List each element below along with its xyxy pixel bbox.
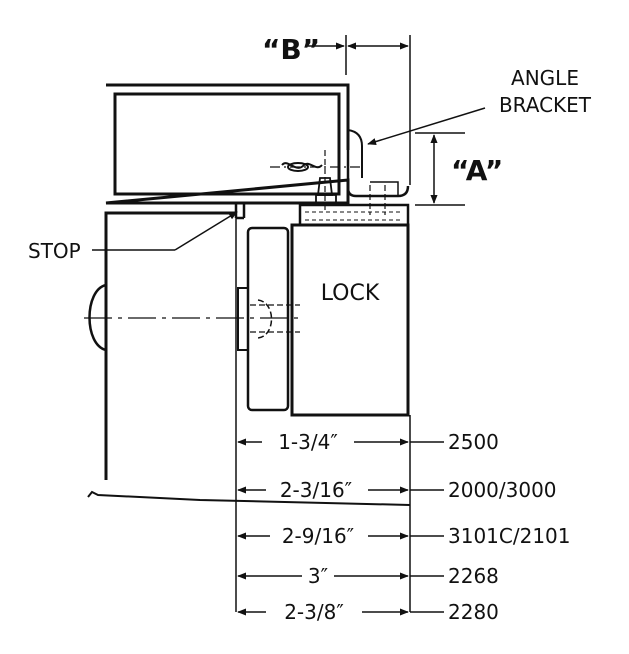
dimension-size-1: 1-3/4″ [278, 430, 338, 454]
model-number-2: 2000/3000 [448, 478, 557, 502]
lock-label: LOCK [321, 281, 380, 306]
dimension-row-5: 2-3/8″ 2280 [237, 600, 499, 624]
bracket-label: BRACKET [499, 93, 592, 117]
dimension-a-label: “A” [451, 154, 503, 187]
dimension-b [308, 35, 411, 185]
dimension-size-3: 2-9/16″ [282, 524, 354, 548]
strike-plate [298, 203, 410, 227]
angle-bracket [346, 122, 410, 198]
fastener-detail [270, 150, 386, 215]
stop-label: STOP [28, 239, 81, 263]
model-number-5: 2280 [448, 600, 499, 624]
lock-trim [84, 226, 300, 412]
dimension-size-2: 2-3/16″ [280, 478, 352, 502]
dimension-b-label: “B” [262, 33, 320, 66]
lock-body [290, 223, 410, 417]
dimension-a [415, 132, 465, 206]
dimension-size-4: 3″ [308, 564, 328, 588]
model-number-4: 2268 [448, 564, 499, 588]
dimension-row-3: 2-9/16″ 3101C/2101 [237, 524, 571, 548]
leader-lines [92, 107, 486, 251]
dimension-row-1: 1-3/4″ 2500 [237, 430, 499, 454]
model-number-3: 3101C/2101 [448, 524, 571, 548]
model-number-1: 2500 [448, 430, 499, 454]
dimension-row-4: 3″ 2268 [237, 564, 499, 588]
dimension-size-5: 2-3/8″ [284, 600, 344, 624]
frame-header [105, 83, 350, 220]
dimension-row-2: 2-3/16″ 2000/3000 [237, 478, 557, 502]
dimension-extension-lines [235, 415, 411, 612]
angle-label: ANGLE [511, 66, 579, 90]
